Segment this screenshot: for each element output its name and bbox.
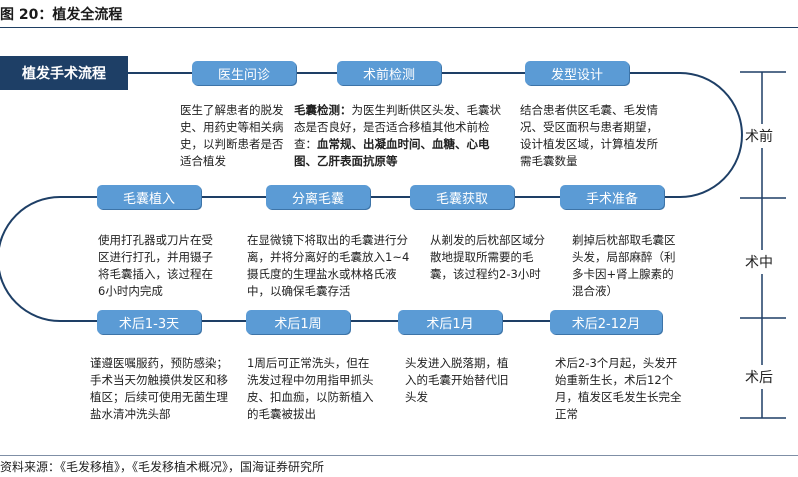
phase-label-intra: 术中 [745, 250, 773, 274]
postop-months-2-12-desc: 术后2-3个月起，头发开始重新生长，术后12个月，植发区毛发生长完全正常 [555, 356, 682, 421]
follicle-separation-desc: 在显微镜下将取出的毛囊进行分离，并将分离好的毛囊放入1~4摄氏度的生理盐水或林格… [247, 233, 410, 298]
step-postop-week-1: 术后1周 [246, 310, 350, 334]
hairline-design-desc: 结合患者供区毛囊、毛发情况、受区面积与患者期望，设计植发区域，计算植发所需毛囊数… [520, 103, 658, 168]
figure-title: 图 20：植发全流程 [0, 7, 123, 23]
top-rule [0, 27, 798, 28]
consultation-desc: 医生了解患者的脱发史、用药史等相关病史，以判断患者是否适合植发 [180, 103, 284, 168]
follicle-implant-desc: 使用打孔器或刀片在受区进行打孔，并用镊子将毛囊插入，该过程在6小时内完成 [98, 233, 213, 298]
preop-test-desc-items: 血常规、出凝血时间、血糖、心电图、乙肝表面抗原等 [294, 137, 490, 168]
step-postop-days-1-3: 术后1-3天 [97, 310, 201, 334]
phase-label-post: 术后 [745, 365, 773, 389]
step-follicle-implant: 毛囊植入 [97, 185, 201, 209]
step-postop-months-2-12: 术后2-12月 [550, 310, 662, 334]
row1-connector [0, 72, 743, 322]
step-follicle-separation: 分离毛囊 [266, 185, 370, 209]
postop-month-1-desc: 头发进入脱落期，植入的毛囊开始替代旧头发 [405, 356, 509, 404]
step-hairline-design: 发型设计 [525, 61, 629, 85]
phase-label-pre: 术前 [745, 124, 773, 148]
source-note: 资料来源：《毛发移植》，《毛发移植术概况》，国海证券研究所 [0, 460, 325, 474]
step-follicle-harvest: 毛囊获取 [410, 185, 514, 209]
flow-title-box: 植发手术流程 [0, 56, 128, 90]
preop-test-desc-body: 为医生判断供区头发、毛囊状态是否良好，是否适合移植其他术前检查： [294, 103, 501, 151]
step-consultation: 医生问诊 [192, 61, 296, 85]
preop-test-desc-lead: 毛囊检测： [294, 103, 352, 117]
follicle-harvest-desc: 从剃发的后枕部区域分散地提取所需要的毛囊，该过程约2-3小时 [430, 233, 545, 281]
bottom-rule [0, 455, 798, 456]
postop-week-1-desc: 1周后可正常洗头，但在洗发过程中勿用指甲抓头皮、扣血痂，以防新植入的毛囊被拔出 [247, 356, 374, 421]
step-postop-month-1: 术后1月 [398, 310, 502, 334]
postop-days-1-3-desc: 谨遵医嘱服药，预防感染；手术当天勿触摸供发区和移植区；后续可使用无菌生理盐水清冲… [90, 356, 228, 421]
step-preop-test: 术前检测 [337, 61, 441, 85]
preop-test-desc: 毛囊检测：为医生判断供区头发、毛囊状态是否良好，是否适合移植其他术前检查：血常规… [294, 102, 504, 170]
surgery-prep-desc: 剃掉后枕部取毛囊区头发，局部麻醉（利多卡因+肾上腺素的混合液） [572, 233, 676, 298]
step-surgery-prep: 手术准备 [560, 185, 664, 209]
